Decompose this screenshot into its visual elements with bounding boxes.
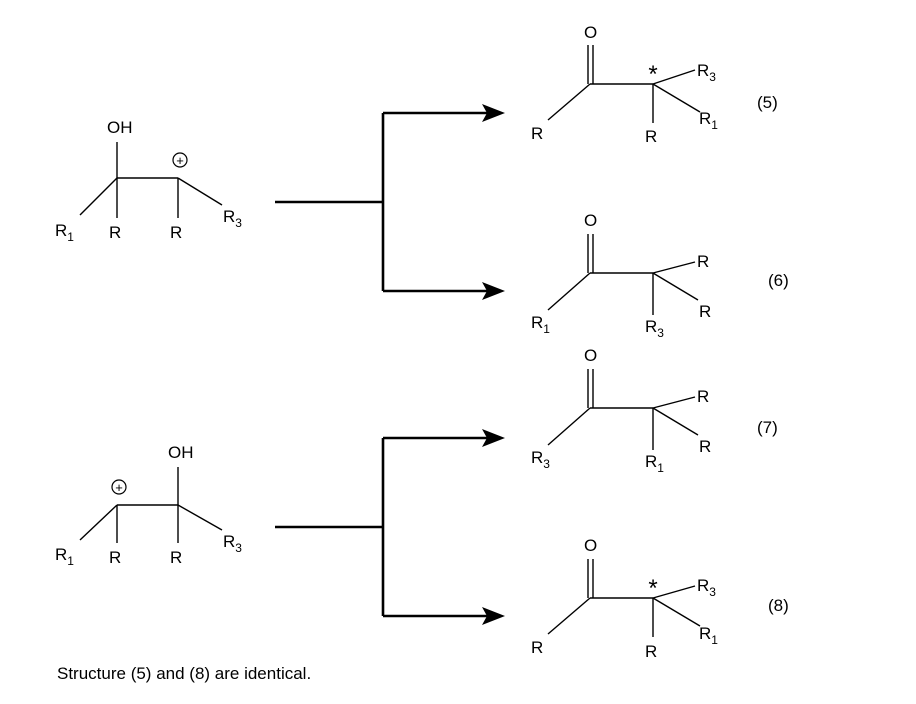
branch-arrow-bottom: [275, 429, 505, 625]
product-7-bonds: [547, 369, 699, 450]
structure-number: (8): [768, 596, 789, 615]
positive-charge-symbol: +: [172, 152, 188, 168]
arrowhead: [482, 607, 505, 625]
stereocenter-asterisk: *: [648, 61, 657, 88]
arrowhead: [482, 429, 505, 447]
r-label: R: [109, 223, 121, 242]
r-label: R: [170, 223, 182, 242]
r-label: R: [697, 387, 709, 406]
hydroxyl-label: OH: [107, 118, 133, 137]
structure-number: (5): [757, 93, 778, 112]
carbonyl-oxygen-label: O: [584, 23, 597, 42]
r3-label: R3: [697, 576, 716, 599]
carbonyl-oxygen-label: O: [584, 346, 597, 365]
product-5: O R * R3 R1 R (5): [531, 23, 778, 146]
stereocenter-asterisk: *: [648, 575, 657, 602]
r1-label: R1: [55, 221, 74, 244]
reactant-1-bonds: [79, 142, 223, 218]
r-label: R: [170, 548, 182, 567]
product-8: O R * R3 R1 R (8): [531, 536, 789, 661]
plus-sign: +: [115, 480, 123, 495]
carbonyl-oxygen-label: O: [584, 536, 597, 555]
product-6-bonds: [547, 234, 699, 315]
reactant-2-bonds: [79, 467, 223, 543]
structure-number: (6): [768, 271, 789, 290]
r3-label: R3: [645, 317, 664, 340]
r-label: R: [531, 638, 543, 657]
r1-label: R1: [699, 624, 718, 647]
reactant-carbocation-1: OH + R1 R R R3: [55, 118, 242, 244]
r1-label: R1: [55, 545, 74, 568]
r-label: R: [645, 642, 657, 661]
reactant-carbocation-2: OH + R1 R R R3: [55, 443, 242, 568]
r3-label: R3: [697, 61, 716, 84]
r1-label: R1: [531, 313, 550, 336]
arrowhead: [482, 104, 505, 122]
product-5-bonds: [547, 45, 701, 123]
r3-label: R3: [531, 448, 550, 471]
plus-sign: +: [176, 153, 184, 168]
r-label: R: [699, 302, 711, 321]
r1-label: R1: [699, 109, 718, 132]
r1-label: R1: [645, 452, 664, 475]
product-6: O R1 R3 R R (6): [531, 211, 789, 340]
r-label: R: [531, 124, 543, 143]
structure-number: (7): [757, 418, 778, 437]
r-label: R: [109, 548, 121, 567]
hydroxyl-label: OH: [168, 443, 194, 462]
r-label: R: [699, 437, 711, 456]
caption-note: Structure (5) and (8) are identical.: [57, 664, 312, 683]
r-label: R: [697, 252, 709, 271]
r3-label: R3: [223, 532, 242, 555]
positive-charge-symbol: +: [111, 479, 127, 495]
r-label: R: [645, 127, 657, 146]
r3-label: R3: [223, 207, 242, 230]
carbonyl-oxygen-label: O: [584, 211, 597, 230]
branch-arrow-top: [275, 104, 505, 300]
product-8-bonds: [547, 559, 701, 637]
product-7: O R3 R1 R R (7): [531, 346, 778, 475]
arrowhead: [482, 282, 505, 300]
